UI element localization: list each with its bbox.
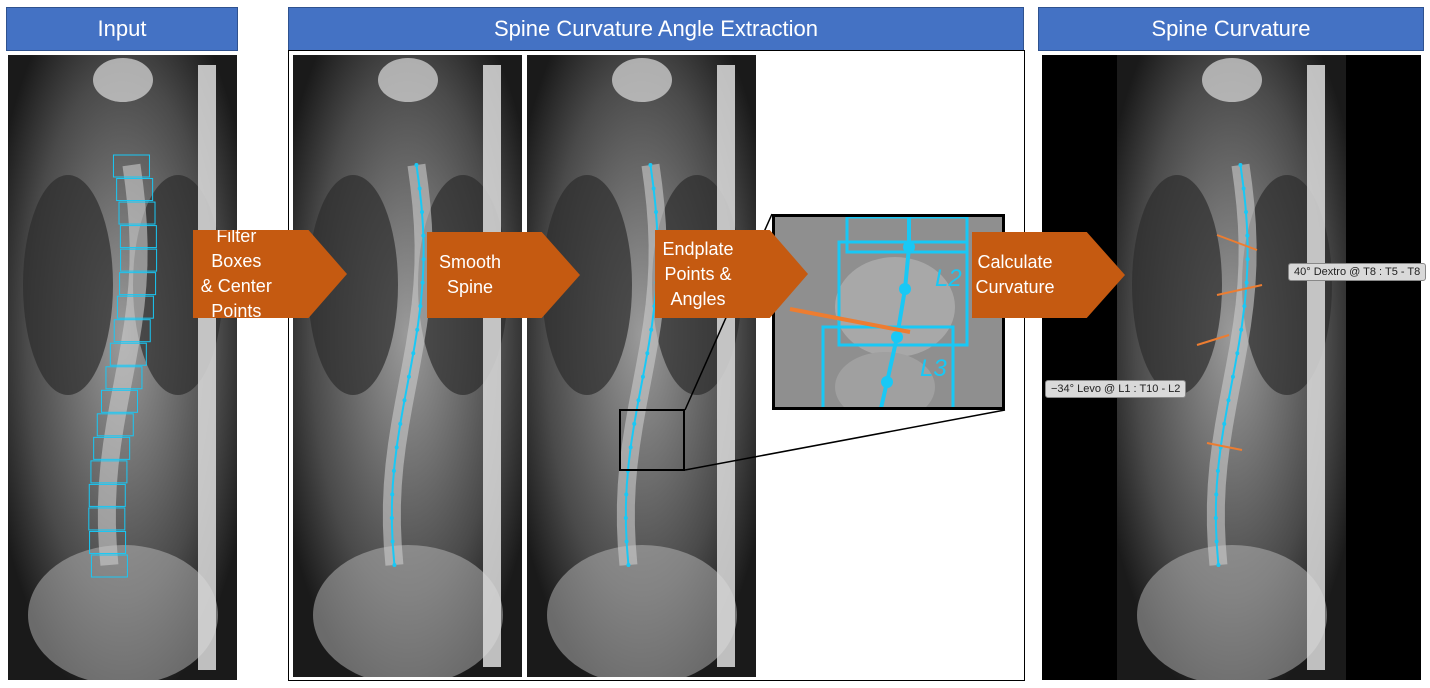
vertebra-center: [420, 210, 425, 215]
vertebra-center: [636, 398, 641, 403]
header-output: Spine Curvature: [1038, 7, 1424, 51]
spine-curve: [1214, 164, 1249, 566]
header-extraction-label: Spine Curvature Angle Extraction: [493, 16, 819, 41]
vertebra-center: [389, 515, 394, 520]
vertebra-box: [120, 248, 158, 272]
vertebra-box: [119, 225, 157, 249]
vertebra-center: [398, 421, 403, 426]
step-3-line1: Endplate: [662, 238, 734, 259]
vertebra-box: [109, 342, 147, 366]
dextro-curvature-label: 40° Dextro @ T8 : T5 - T8: [1288, 263, 1427, 281]
vertebra-center: [645, 351, 650, 356]
vertebra-center: [1214, 492, 1219, 497]
xray-endplate: [527, 55, 756, 677]
vertebra-center: [390, 539, 395, 544]
vertebra-box: [113, 319, 151, 343]
vertebra-center: [1245, 257, 1250, 262]
step-2-line2: Spine: [447, 277, 494, 297]
header-extraction: Spine Curvature Angle Extraction: [288, 7, 1024, 51]
levo-curvature-label: −34° Levo @ L1 : T10 - L2: [1045, 380, 1187, 398]
vertebra-center: [1242, 304, 1247, 309]
zoom-label-l2: L2: [935, 265, 962, 292]
vertebra-box: [118, 201, 156, 225]
header-input: Input: [6, 7, 238, 51]
vertebra-center: [418, 304, 423, 309]
vertebra-center: [1239, 327, 1244, 332]
spine-curve: [390, 164, 425, 566]
vertebra-box: [88, 507, 126, 531]
vertebra-center: [624, 492, 629, 497]
zoom-region: [619, 409, 685, 471]
vertebra-box: [100, 389, 138, 413]
vertebra-center: [421, 233, 426, 238]
header-output-label: Spine Curvature: [1151, 16, 1311, 41]
step-1-line2: & Center: [200, 276, 272, 296]
vertebra-box: [116, 178, 154, 202]
vertebra-center: [415, 327, 420, 332]
vertebra-center: [648, 163, 653, 167]
zoom-inset: L2 L3: [772, 214, 1005, 410]
vertebra-box: [119, 272, 157, 296]
vertebra-box: [89, 530, 127, 554]
vertebra-center: [414, 163, 419, 167]
vertebra-box: [112, 154, 150, 178]
vertebra-center: [651, 186, 656, 191]
vertebra-box: [93, 436, 131, 460]
vertebra-center: [417, 186, 422, 191]
vertebra-center: [1245, 233, 1250, 238]
vertebra-center: [628, 445, 633, 450]
vertebra-center: [632, 421, 637, 426]
vertebra-center: [623, 515, 628, 520]
vertebra-center: [390, 492, 395, 497]
vertebra-center: [1222, 421, 1227, 426]
vertebra-box: [105, 366, 143, 390]
vertebra-center: [1241, 186, 1246, 191]
vertebra-center: [1244, 280, 1249, 285]
vertebra-center: [1244, 210, 1249, 215]
vertebra-box: [90, 554, 128, 578]
xray-smooth: [293, 55, 522, 677]
vertebra-center: [1213, 515, 1218, 520]
vertebra-center: [421, 257, 426, 262]
step-1-line1: Filter Boxes: [211, 226, 262, 271]
xray-output: [1042, 55, 1421, 680]
vertebra-center: [406, 374, 411, 379]
header-input-label: Input: [97, 16, 147, 41]
vertebra-center: [649, 327, 654, 332]
vertebra-center: [1238, 163, 1243, 167]
step-4-line2: Curvature: [975, 277, 1055, 297]
vertebra-center: [1215, 468, 1220, 473]
vertebra-center: [626, 563, 631, 567]
vertebra-center: [391, 468, 396, 473]
vertebra-center: [420, 280, 425, 285]
vertebra-center: [392, 563, 397, 567]
vertebra-center: [1214, 539, 1219, 544]
vertebra-center: [411, 351, 416, 356]
vertebra-center: [1226, 398, 1231, 403]
vertebra-center: [654, 210, 659, 215]
vertebra-center: [394, 445, 399, 450]
vertebra-center: [402, 398, 407, 403]
step-4-line1: Calculate: [977, 252, 1053, 272]
step-2-line1: Smooth: [439, 252, 502, 272]
vertebra-center: [1235, 351, 1240, 356]
step-1-line3: Points: [211, 301, 262, 321]
vertebra-box: [90, 460, 128, 484]
vertebra-box: [116, 295, 154, 319]
xray-input: [8, 55, 237, 680]
step-3-line3: Angles: [670, 288, 726, 309]
step-3-line2: Points &: [664, 263, 732, 284]
vertebra-center: [1216, 563, 1221, 567]
vertebra-box: [88, 483, 126, 507]
vertebra-box: [96, 413, 134, 437]
vertebra-center: [640, 374, 645, 379]
zoom-label-l3: L3: [920, 355, 947, 382]
vertebra-center: [1230, 374, 1235, 379]
extraction-frame: [288, 50, 1025, 681]
vertebra-center: [624, 539, 629, 544]
